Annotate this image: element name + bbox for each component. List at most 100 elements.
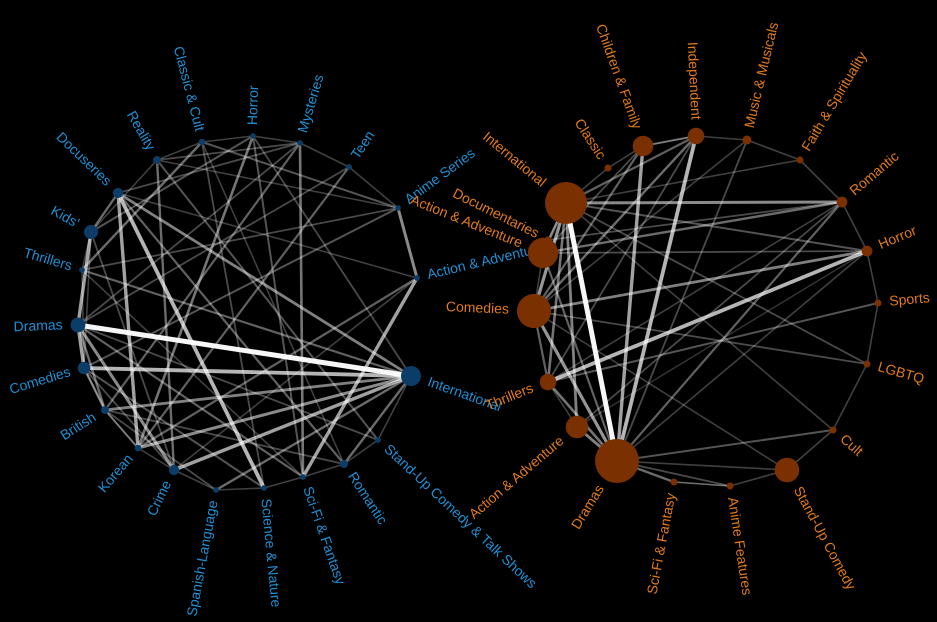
movie-edge (616, 429, 834, 462)
tv-node-horror[interactable] (250, 133, 256, 139)
movie-edge (673, 481, 731, 487)
tv-edge (90, 159, 158, 233)
movie-node-sports[interactable] (874, 299, 882, 307)
tv-label-teen: Teen (347, 128, 377, 162)
movie-edge (616, 250, 868, 462)
tv-edge (299, 142, 350, 168)
movie-label-international: International (480, 128, 550, 189)
tv-label-comedies: Comedies (7, 363, 72, 397)
movie-node-thrillers[interactable] (539, 373, 557, 391)
movie-label-anime-features: Anime Features (725, 496, 755, 596)
tv-edge (201, 141, 345, 465)
tv-edge (80, 268, 413, 378)
tv-node-teen[interactable] (346, 164, 352, 170)
tv-node-science-and-nature[interactable] (261, 485, 267, 491)
movie-node-romantic[interactable] (836, 196, 848, 208)
movie-edge (615, 200, 844, 463)
movie-node-sci-fi-and-fantasy[interactable] (670, 478, 678, 486)
tv-edge (301, 276, 419, 479)
movie-edge (673, 481, 731, 487)
tv-edge (77, 142, 301, 326)
movie-node-children-and-family[interactable] (632, 135, 654, 157)
movie-node-classic[interactable] (604, 164, 612, 172)
movie-edge (615, 134, 698, 463)
tv-edge (82, 366, 413, 378)
movie-edge (565, 159, 801, 204)
movie-edge (546, 249, 869, 384)
movie-edge (564, 134, 698, 205)
movie-label-horror: Horror (876, 222, 919, 252)
tv-node-korean[interactable] (134, 444, 142, 452)
movie-node-faith-and-spirituality[interactable] (796, 156, 804, 164)
tv-node-anime-series[interactable] (395, 205, 401, 211)
movie-edge (616, 139, 748, 462)
movie-edge (533, 139, 748, 312)
movie-label-independent: Independent (685, 41, 705, 120)
tv-node-romantic[interactable] (340, 460, 348, 468)
movie-label-sports: Sports (889, 289, 931, 308)
movie-edge (541, 251, 619, 463)
movie-node-cult[interactable] (829, 426, 837, 434)
movie-edge (576, 201, 843, 428)
tv-edge (90, 231, 175, 471)
tv-edge (83, 367, 106, 411)
tv-edge (90, 135, 254, 233)
tv-edge (76, 323, 176, 472)
tv-node-crime[interactable] (168, 464, 180, 476)
tv-edge (156, 159, 399, 209)
tv-label-mysteries: Mysteries (294, 72, 326, 134)
tv-genre-edges (75, 134, 419, 492)
movie-node-international[interactable] (545, 182, 587, 224)
movie-edge (565, 202, 868, 365)
movie-node-anime-features[interactable] (726, 482, 734, 490)
tv-node-thrillers[interactable] (79, 267, 85, 273)
tv-edge (136, 276, 419, 450)
movie-node-stand-up-comedy[interactable] (774, 457, 800, 483)
tv-edge (252, 135, 301, 144)
tv-edge (156, 142, 301, 161)
movie-edge (541, 200, 844, 255)
tv-edge (252, 135, 304, 478)
tv-label-sci-fi-and-fantasy: Sci-Fi & Fantasy (300, 484, 349, 586)
movie-node-independent[interactable] (687, 127, 705, 145)
tv-edge (83, 207, 399, 369)
tv-node-british[interactable] (101, 406, 109, 414)
tv-node-classic-and-cult[interactable] (198, 138, 206, 146)
movie-node-horror[interactable] (861, 245, 873, 257)
movie-edge (565, 202, 868, 252)
movie-edge (616, 460, 788, 471)
tv-label-docuseries: Docuseries (53, 129, 115, 189)
movie-node-lgbtq[interactable] (863, 360, 871, 368)
movie-edge (542, 250, 868, 254)
tv-edge (377, 375, 412, 441)
tv-edge (136, 134, 255, 450)
movie-node-dramas[interactable] (595, 439, 639, 483)
tv-node-international[interactable] (401, 366, 421, 386)
tv-node-docuseries[interactable] (112, 187, 124, 199)
tv-node-dramas[interactable] (70, 317, 86, 333)
tv-node-mysteries[interactable] (297, 140, 303, 146)
tv-node-comedies[interactable] (77, 361, 91, 375)
tv-node-stand-up-comedy-and-talk-shows[interactable] (375, 437, 381, 443)
movie-node-action-and-adventure[interactable] (565, 415, 589, 439)
tv-edge (81, 269, 85, 369)
tv-edge (302, 463, 345, 478)
tv-edge (252, 135, 412, 377)
tv-edge (76, 323, 305, 479)
movie-node-comedies[interactable] (516, 293, 552, 329)
movie-node-action-and-adventure[interactable] (527, 237, 559, 269)
movie-edge (565, 202, 834, 431)
movie-label-comedies: Comedies (446, 298, 510, 317)
tv-edge (173, 277, 418, 471)
tv-node-reality[interactable] (153, 156, 161, 164)
tv-edge (263, 476, 304, 489)
movie-edge (564, 201, 579, 429)
movie-node-music-and-musicals[interactable] (742, 135, 752, 145)
tv-node-sci-fi-and-fantasy[interactable] (300, 474, 306, 480)
tv-node-spanish-language[interactable] (213, 487, 219, 493)
tv-node-action-and-adventure[interactable] (414, 275, 420, 281)
movie-label-stand-up-comedy: Stand-Up Comedy (791, 483, 860, 592)
tv-node-kids[interactable] (84, 225, 98, 239)
movie-node-documentaries[interactable] (544, 236, 552, 244)
tv-edge (156, 159, 379, 441)
